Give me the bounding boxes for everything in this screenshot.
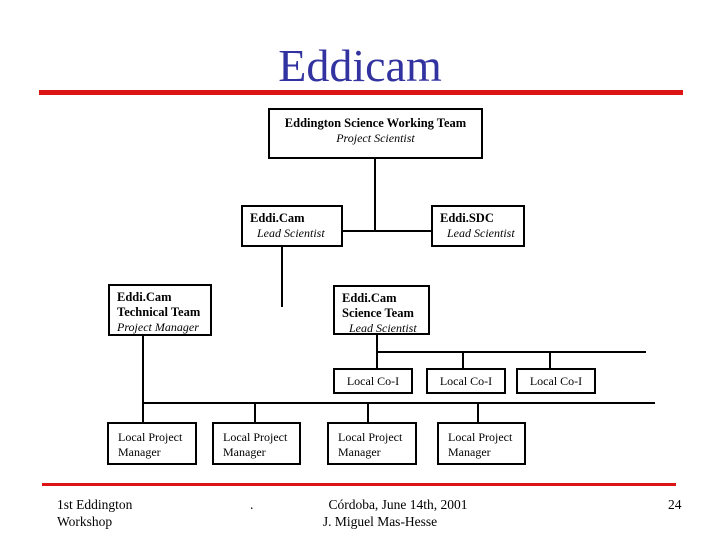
box-local-pm-2: Local Project Manager: [212, 422, 301, 465]
connector-coi3-drop: [549, 351, 551, 368]
footer-left: 1st Eddington Workshop: [57, 496, 132, 530]
footer-event-line1: 1st Eddington: [57, 497, 133, 512]
connector-level2-horizontal: [342, 230, 432, 232]
box-label-line2: Manager: [118, 445, 161, 459]
box-role: Lead Scientist: [349, 321, 417, 335]
box-label-line1: Local Project: [223, 430, 288, 444]
box-role: Lead Scientist: [257, 226, 325, 240]
connector-eddicam-dangling-vertical: [281, 246, 283, 307]
footer-dot: .: [250, 497, 254, 512]
box-technical-team: Eddi.Cam Technical Team Project Manager: [108, 284, 212, 336]
page-number: 24: [668, 497, 682, 512]
footer-rule: [42, 483, 676, 486]
connector-techteam-vertical: [142, 335, 144, 422]
box-label-line2: Manager: [223, 445, 266, 459]
box-title-line1: Eddi.Cam: [117, 290, 172, 304]
box-label: Local Co-I: [529, 374, 583, 388]
box-local-coi-1: Local Co-I: [333, 368, 413, 394]
box-title: Eddington Science Working Team: [284, 116, 467, 130]
box-title-line2: Science Team: [342, 306, 414, 320]
connector-coi-horizontal: [376, 351, 646, 353]
box-label-line1: Local Project: [448, 430, 513, 444]
connector-pm4-drop: [477, 402, 479, 422]
box-local-pm-3: Local Project Manager: [327, 422, 417, 465]
box-label-line1: Local Project: [118, 430, 183, 444]
connector-pm2-drop: [254, 402, 256, 422]
footer-center: Córdoba, June 14th, 2001 J. Miguel Mas-H…: [238, 496, 558, 530]
box-local-coi-3: Local Co-I: [516, 368, 596, 394]
box-title: Eddi.SDC: [440, 211, 494, 225]
box-label: Local Co-I: [439, 374, 493, 388]
box-eddicam: Eddi.Cam Lead Scientist: [241, 205, 343, 247]
box-role: Project Scientist: [336, 131, 415, 145]
box-local-coi-2: Local Co-I: [426, 368, 506, 394]
box-label: Local Co-I: [346, 374, 400, 388]
box-local-pm-1: Local Project Manager: [107, 422, 197, 465]
slide-title: Eddicam: [278, 40, 442, 91]
connector-pm-horizontal: [142, 402, 655, 404]
box-title: Eddi.Cam: [250, 211, 305, 225]
box-role: Lead Scientist: [447, 226, 515, 240]
connector-coi2-drop: [462, 351, 464, 368]
title-rule: [39, 90, 683, 95]
box-eddisdc: Eddi.SDC Lead Scientist: [431, 205, 525, 247]
box-label-line2: Manager: [338, 445, 381, 459]
box-title-line2: Technical Team: [117, 305, 201, 319]
connector-top-vertical: [374, 159, 376, 231]
footer-event-line2: Workshop: [57, 514, 113, 529]
box-science-working-team: Eddington Science Working Team Project S…: [268, 108, 483, 159]
box-label-line2: Manager: [448, 445, 491, 459]
box-science-team: Eddi.Cam Science Team Lead Scientist: [333, 285, 430, 335]
box-local-pm-4: Local Project Manager: [437, 422, 526, 465]
footer-date: Córdoba, June 14th, 2001: [328, 497, 468, 512]
footer-author: J. Miguel Mas-Hesse: [322, 514, 438, 529]
box-title-line1: Eddi.Cam: [342, 291, 397, 305]
box-role: Project Manager: [117, 320, 199, 334]
connector-pm3-drop: [367, 402, 369, 422]
box-label-line1: Local Project: [338, 430, 403, 444]
